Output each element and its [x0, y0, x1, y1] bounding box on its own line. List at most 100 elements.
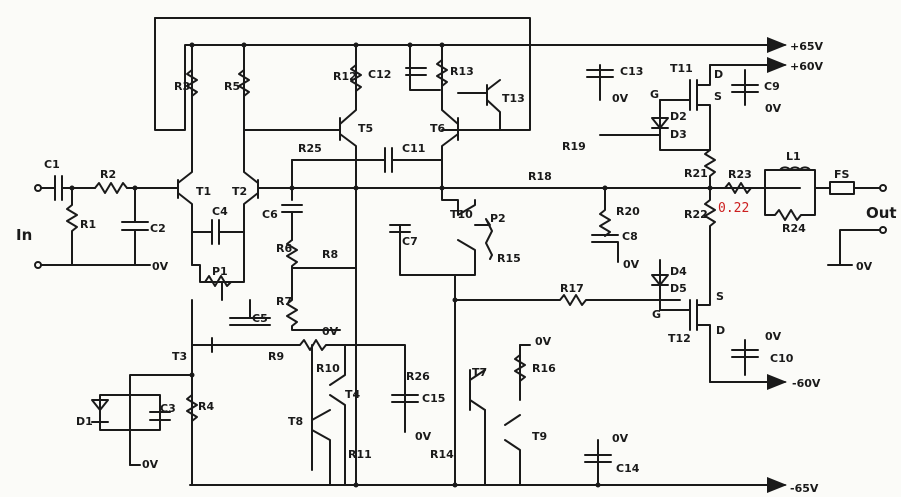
label-c12: C12	[368, 68, 391, 81]
label-r23: R23	[728, 168, 752, 181]
label-r19: R19	[562, 140, 586, 153]
label-0v-c9: 0V	[765, 102, 782, 115]
label-r1: R1	[80, 218, 96, 231]
label-r11: R11	[348, 448, 372, 461]
label-c11: C11	[402, 142, 425, 155]
label-c2: C2	[150, 222, 166, 235]
label-d: D	[716, 324, 725, 337]
label-t3: T3	[172, 350, 187, 363]
label-t1: T1	[196, 185, 211, 198]
label-c8: C8	[622, 230, 638, 243]
label-t6: T6	[430, 122, 446, 135]
label-0v-c14: 0V	[612, 432, 629, 445]
label-t5: T5	[358, 122, 373, 135]
label-0v-r16: 0V	[535, 335, 552, 348]
label-t11: T11	[670, 62, 693, 75]
label-t13: T13	[502, 92, 525, 105]
label-0v-c15: 0V	[415, 430, 432, 443]
label-r20: R20	[616, 205, 640, 218]
label-c1: C1	[44, 158, 60, 171]
junction-dots	[189, 42, 713, 488]
label-r5: R5	[224, 80, 240, 93]
current-source	[91, 299, 419, 486]
label-p2: P2	[490, 212, 506, 225]
label-c15: C15	[422, 392, 445, 405]
label-d3: D3	[670, 128, 687, 141]
label-r3: R3	[174, 80, 190, 93]
label-t7: T7	[472, 366, 487, 379]
label-d4: D4	[670, 265, 687, 278]
label-d: D	[714, 68, 723, 81]
rail-labels: +65V +60V -60V -65V 0V 0V 0V 0V 0V 0V 0V…	[142, 40, 873, 495]
label-r8: R8	[322, 248, 338, 261]
label-r22: R22	[684, 208, 708, 221]
label-r2: R2	[100, 168, 116, 181]
label-r16: R16	[532, 362, 556, 375]
pin-labels: D S G S G D	[650, 68, 725, 337]
label-r24: R24	[782, 222, 806, 235]
label-t8: T8	[288, 415, 303, 428]
label-r6: R6	[276, 242, 292, 255]
output-stage	[586, 64, 887, 383]
label-r7: R7	[276, 295, 292, 308]
label-minus65: -65V	[790, 482, 819, 495]
label-l1: L1	[786, 150, 801, 163]
label-r9: R9	[268, 350, 284, 363]
component-labels: C1 R2 R1 C2 T1 T2 R3 R5 C4 P1 C6 R6 R8 R…	[44, 62, 850, 475]
io-labels: In Out 0.22	[16, 201, 897, 244]
label-g: G	[650, 88, 659, 101]
label-d2: D2	[670, 110, 687, 123]
label-t2: T2	[232, 185, 247, 198]
label-r12: R12	[333, 70, 357, 83]
label-0v-mid: 0V	[322, 325, 339, 338]
rail-plus65-wire	[154, 17, 787, 131]
label-t10: T10	[450, 208, 473, 221]
label-0v-input: 0V	[152, 260, 169, 273]
label-0v-out: 0V	[856, 260, 873, 273]
label-t12: T12	[668, 332, 691, 345]
label-0v-c10: 0V	[765, 330, 782, 343]
label-r13: R13	[450, 65, 474, 78]
label-s: S	[716, 290, 724, 303]
label-d1: D1	[76, 415, 93, 428]
label-c5: C5	[252, 312, 268, 325]
label-r26: R26	[406, 370, 430, 383]
label-d5: D5	[670, 282, 687, 295]
label-r14: R14	[430, 448, 454, 461]
label-r21: R21	[684, 167, 708, 180]
vas-stage	[243, 44, 531, 486]
label-0v-c13: 0V	[612, 92, 629, 105]
input-section	[34, 175, 179, 269]
label-t9: T9	[532, 430, 547, 443]
label-c14: C14	[616, 462, 640, 475]
label-0v-d1: 0V	[142, 458, 159, 471]
label-c6: C6	[262, 208, 278, 221]
label-s: S	[714, 90, 722, 103]
label-r25: R25	[298, 142, 322, 155]
label-input: In	[16, 226, 32, 244]
label-c13: C13	[620, 65, 643, 78]
label-c7: C7	[402, 235, 418, 248]
label-p1: P1	[212, 265, 228, 278]
label-g: G	[652, 308, 661, 321]
label-0v-c8: 0V	[623, 258, 640, 271]
label-c10: C10	[770, 352, 794, 365]
diff-pair	[177, 44, 801, 301]
label-r17: R17	[560, 282, 584, 295]
label-c4: C4	[212, 205, 228, 218]
label-c9: C9	[764, 80, 780, 93]
label-r15: R15	[497, 252, 521, 265]
label-r4: R4	[198, 400, 214, 413]
label-r10: R10	[316, 362, 340, 375]
label-fs: FS	[834, 168, 850, 181]
driver-section	[389, 187, 681, 486]
annotation-value: 0.22	[718, 201, 749, 216]
label-plus60: +60V	[790, 60, 824, 73]
label-c3: C3	[160, 402, 176, 415]
label-r18: R18	[528, 170, 552, 183]
label-output: Out	[866, 204, 897, 222]
label-t4: T4	[345, 388, 361, 401]
label-minus60: -60V	[792, 377, 821, 390]
